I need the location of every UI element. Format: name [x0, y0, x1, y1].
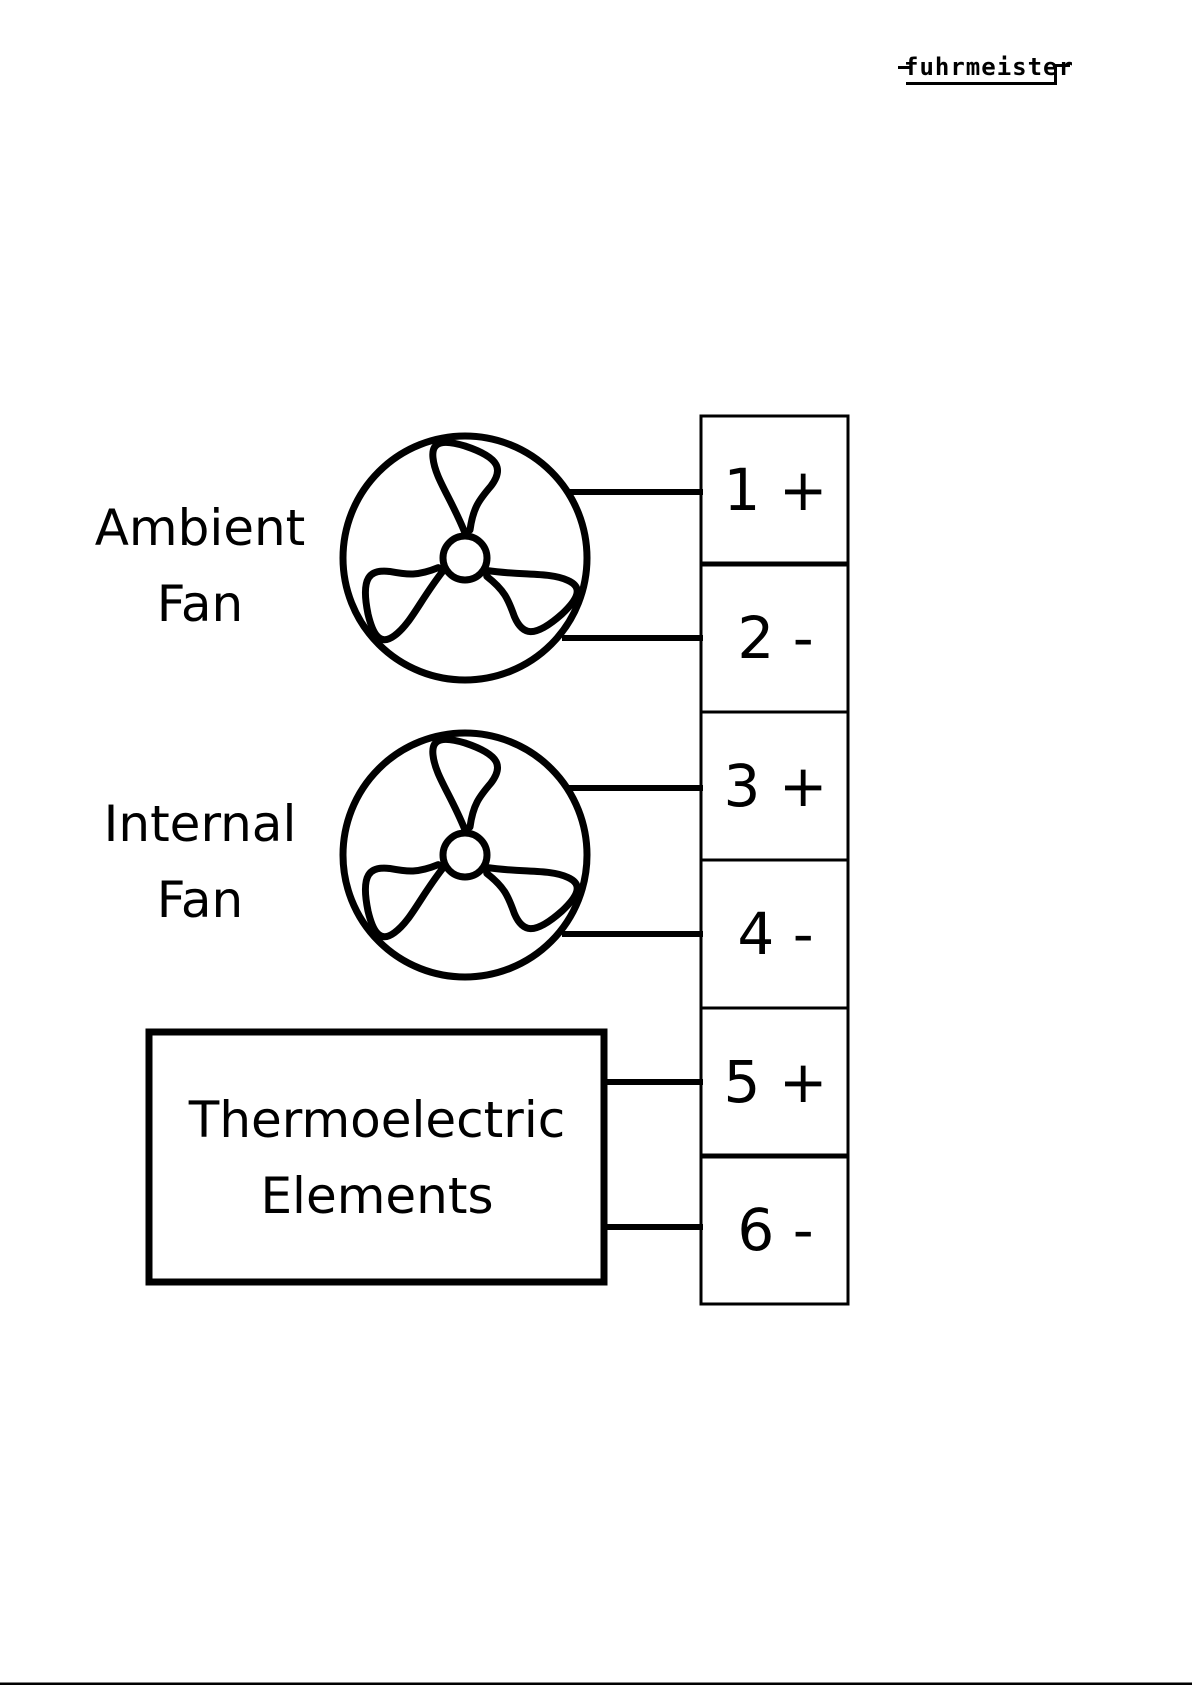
internal-fan-label-line1: Internal — [60, 786, 340, 862]
internal-fan-icon — [343, 733, 587, 977]
terminal-6-label: 6 - — [703, 1195, 848, 1265]
thermoelectric-label: Thermoelectric Elements — [152, 1082, 602, 1234]
ambient-fan-label: Ambient Fan — [60, 490, 340, 642]
terminal-4-label: 4 - — [703, 899, 848, 969]
ambient-fan-label-line1: Ambient — [60, 490, 340, 566]
terminal-block — [701, 416, 848, 1304]
ambient-fan-label-line2: Fan — [60, 566, 340, 642]
internal-fan-label: Internal Fan — [60, 786, 340, 938]
thermoelectric-label-line2: Elements — [152, 1158, 602, 1234]
terminal-5-label: 5 + — [703, 1047, 848, 1117]
thermoelectric-label-line1: Thermoelectric — [152, 1082, 602, 1158]
terminal-2-label: 2 - — [703, 603, 848, 673]
internal-fan-label-line2: Fan — [60, 862, 340, 938]
terminal-3-label: 3 + — [703, 751, 848, 821]
ambient-fan-icon — [343, 436, 587, 680]
terminal-1-label: 1 + — [703, 455, 848, 525]
